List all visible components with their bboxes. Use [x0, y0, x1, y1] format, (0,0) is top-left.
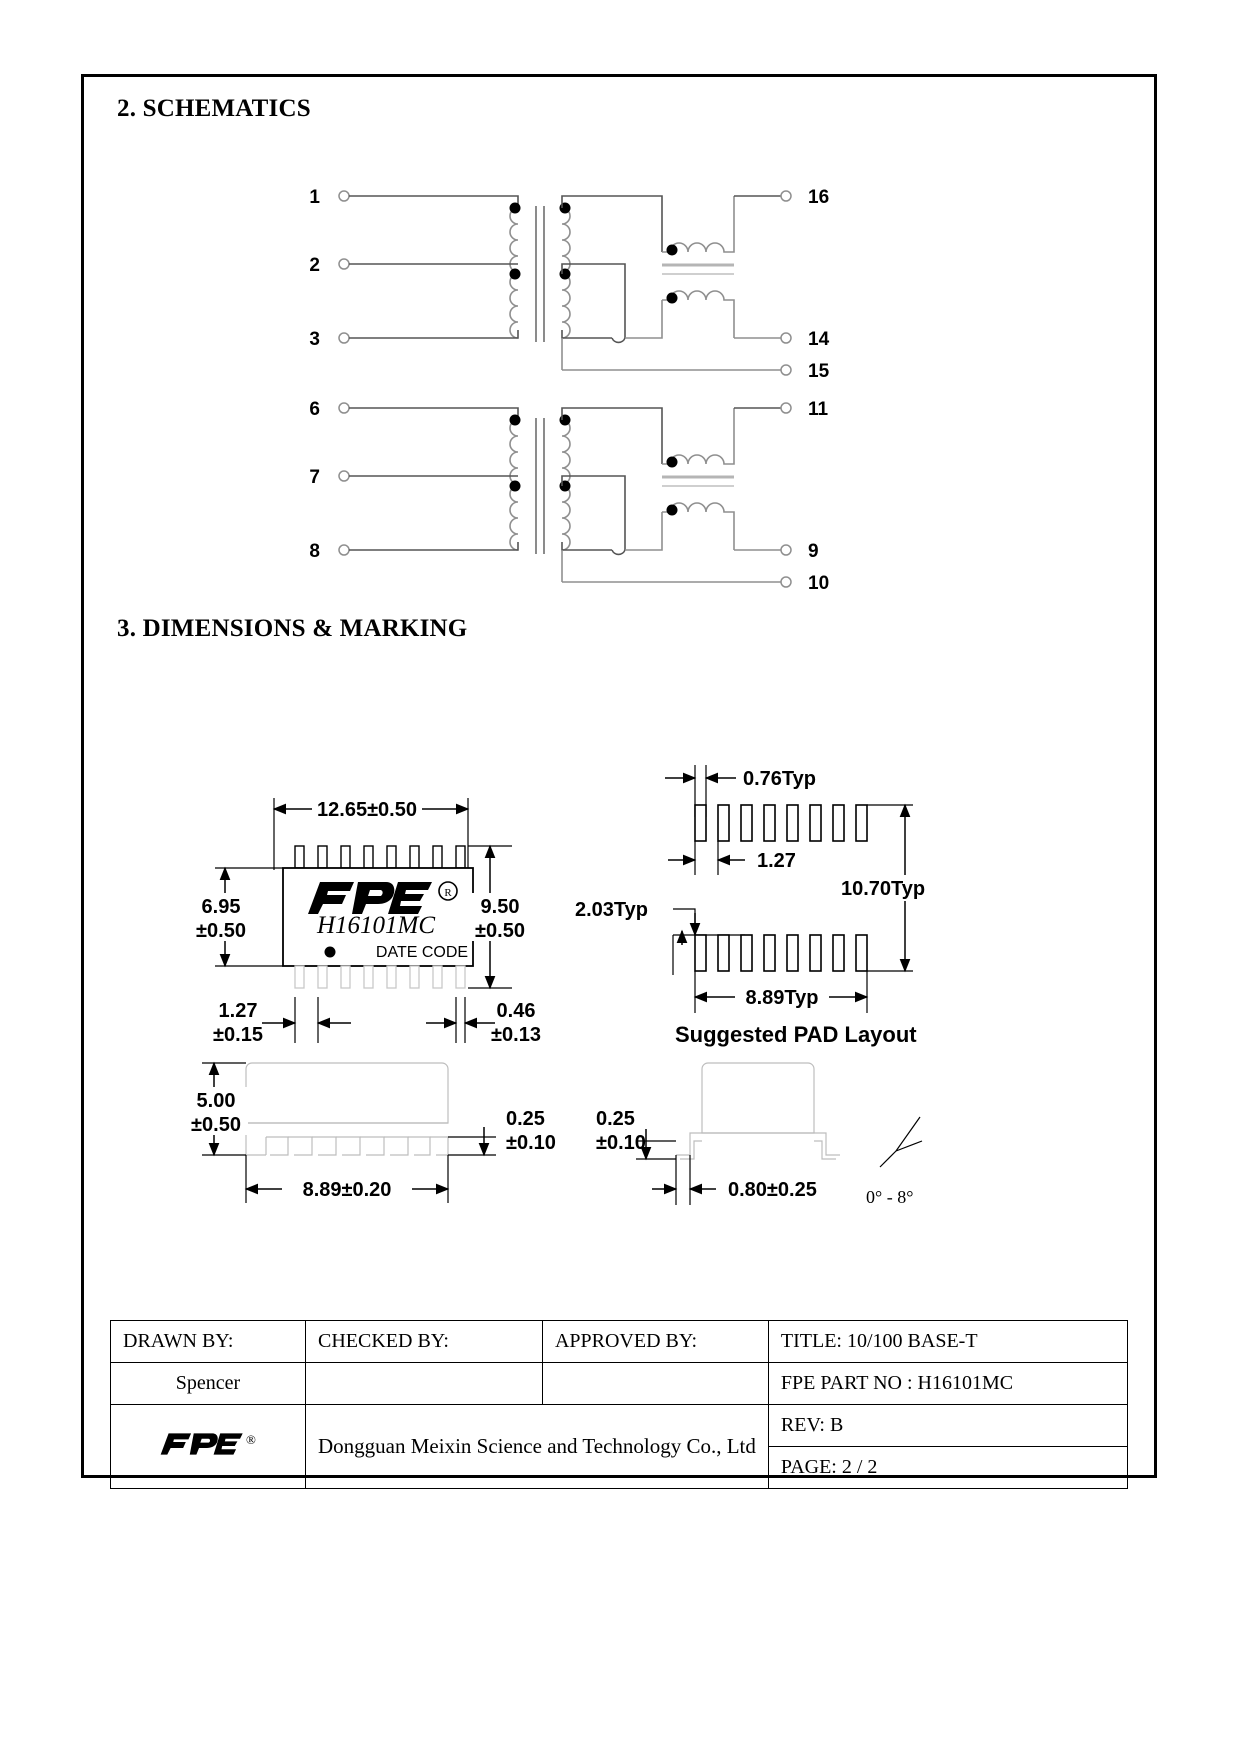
- dim-standoff-tol: ±0.10: [506, 1132, 556, 1154]
- pad-layout-title: Suggested PAD Layout: [675, 1022, 917, 1047]
- fpe-logo-icon: [160, 1431, 246, 1463]
- dim-foot-length: 0.80±0.25: [728, 1179, 817, 1201]
- dim-standoff: 0.25: [506, 1108, 545, 1130]
- part-number: FPE PART NO : H16101MC: [767, 1362, 1129, 1405]
- page-number: PAGE: 2 / 2: [767, 1446, 1129, 1489]
- dim-standoff-right-tol: ±0.10: [596, 1132, 646, 1154]
- pin-label: 8: [309, 541, 320, 562]
- title-block-footer-row: ® Dongguan Meixin Science and Technology…: [110, 1404, 1129, 1489]
- dim-side-height-tol: ±0.50: [191, 1114, 241, 1136]
- dim-pad-pitch: 1.27: [757, 850, 796, 872]
- approved-by-value: [541, 1362, 769, 1405]
- dim-standoff-right: 0.25: [596, 1108, 635, 1130]
- dim-pad-row-gap: 2.03Typ: [575, 899, 648, 921]
- dim-body-height-tol: ±0.50: [196, 920, 246, 942]
- dim-body-height: 6.95: [202, 896, 241, 918]
- dim-pad-width: 0.76Typ: [743, 768, 816, 790]
- drawn-by-value: Spencer: [110, 1362, 306, 1405]
- package-part-marking: H16101MC: [316, 912, 435, 939]
- dim-lead-width-tol: ±0.13: [491, 1024, 541, 1046]
- drawn-by-label: DRAWN BY:: [110, 1320, 306, 1363]
- dim-side-height: 5.00: [197, 1090, 236, 1112]
- title-block-value-row: Spencer FPE PART NO : H16101MC: [110, 1362, 1129, 1405]
- section-heading-dimensions: 3. DIMENSIONS & MARKING: [117, 615, 468, 642]
- pin-label: 15: [808, 361, 830, 382]
- pin-label: 7: [309, 467, 320, 488]
- checked-by-value: [305, 1362, 543, 1405]
- svg-text:R: R: [444, 887, 452, 899]
- pin-label: 9: [808, 541, 819, 562]
- pin-label: 2: [309, 255, 320, 276]
- pad-row-top: [694, 804, 868, 842]
- dim-package-width: 12.65±0.50: [317, 799, 417, 821]
- schematic-diagram: 1 2 3 16 14 15: [309, 187, 830, 594]
- dim-lead-pitch: 1.27: [219, 1000, 258, 1022]
- registered-mark: ®: [246, 1431, 256, 1447]
- title-label: TITLE: 10/100 BASE-T: [767, 1320, 1129, 1363]
- pin-label: 14: [808, 329, 830, 350]
- dim-lead-angle: 0° - 8°: [866, 1187, 913, 1207]
- pin-label: 3: [309, 329, 320, 350]
- pin-label: 16: [808, 187, 829, 208]
- pin-label: 11: [808, 399, 829, 420]
- pin-label: 6: [309, 399, 320, 420]
- package-side-view-end: 0.25 ±0.10 0.80±0.25 0° - 8°: [596, 1062, 923, 1207]
- approved-by-label: APPROVED BY:: [541, 1320, 769, 1363]
- suggested-pad-layout: 0.76Typ 1.27 2.03Typ: [575, 765, 953, 1047]
- title-block: DRAWN BY: CHECKED BY: APPROVED BY: TITLE…: [110, 1320, 1129, 1489]
- title-block-page-row: PAGE: 2 / 2: [111, 1446, 1129, 1489]
- checked-by-label: CHECKED BY:: [305, 1320, 543, 1363]
- package-top-view: 12.65±0.50 R H16101MC DATE CODE: [190, 797, 541, 1046]
- section-heading-schematics: 2. SCHEMATICS: [117, 95, 311, 122]
- company-name: Dongguan Meixin Science and Technology C…: [305, 1404, 769, 1489]
- dim-overall-height-tol: ±0.50: [475, 920, 525, 942]
- company-logo: ®: [110, 1404, 306, 1489]
- title-block-header-row: DRAWN BY: CHECKED BY: APPROVED BY: TITLE…: [110, 1320, 1129, 1363]
- dim-pad-overall-height: 10.70Typ: [841, 878, 925, 900]
- dim-pad-span: 8.89Typ: [746, 987, 819, 1009]
- revision: REV: B: [767, 1404, 1129, 1447]
- dim-lead-span: 8.89±0.20: [303, 1179, 392, 1201]
- drawing-frame: [81, 74, 1157, 1478]
- dim-lead-width: 0.46: [497, 1000, 536, 1022]
- package-side-view-front: 5.00 ±0.50 0.25 ±0.10 8.89±0.20: [190, 1061, 556, 1203]
- dim-lead-pitch-tol: ±0.15: [213, 1024, 263, 1046]
- dim-overall-height: 9.50: [481, 896, 520, 918]
- pin-label: 10: [808, 573, 829, 594]
- pin-label: 1: [309, 187, 320, 208]
- pad-row-bottom: [694, 934, 868, 972]
- package-date-code: DATE CODE: [376, 944, 468, 961]
